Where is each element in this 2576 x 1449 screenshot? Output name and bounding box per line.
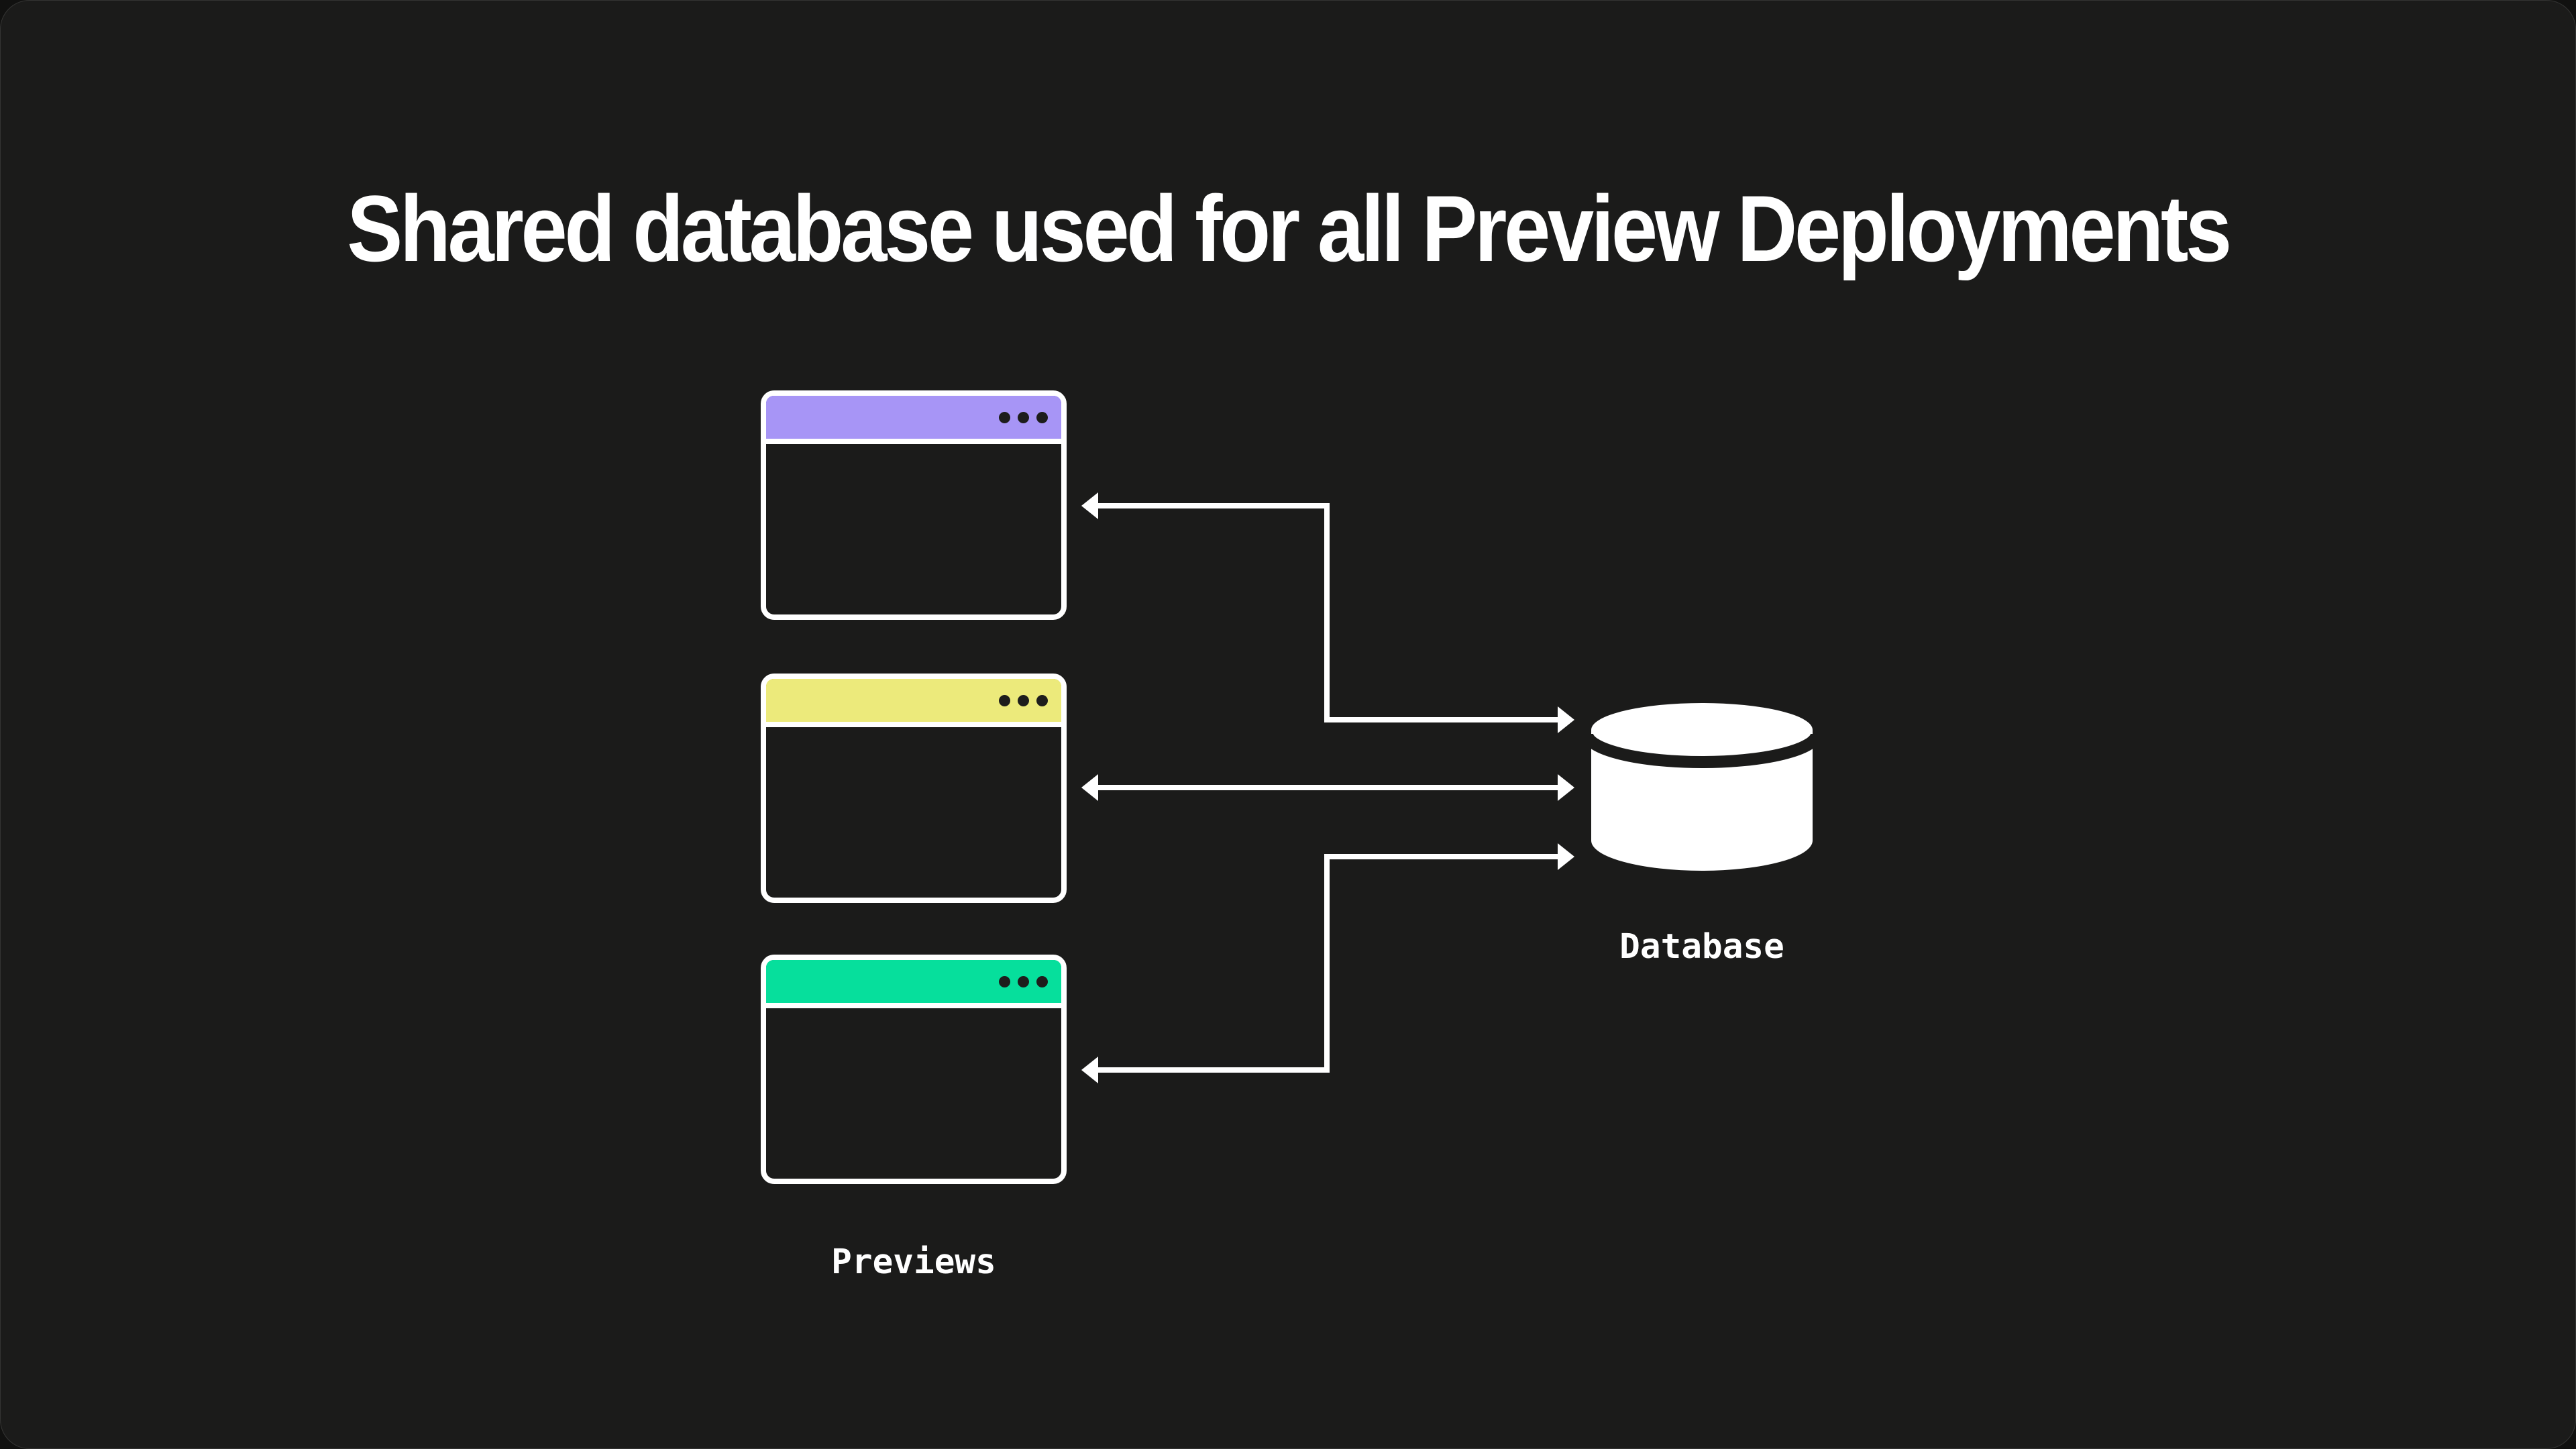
preview-window-2 bbox=[761, 674, 1067, 903]
arrow-preview-1-database-head-database bbox=[1558, 706, 1574, 733]
window-dot-icon bbox=[1018, 975, 1029, 987]
window-dot-icon bbox=[1036, 694, 1048, 706]
database-cylinder-shape bbox=[1591, 703, 1813, 871]
arrow-preview-3-database bbox=[1081, 843, 1574, 1083]
window-dot-icon bbox=[999, 694, 1010, 706]
preview-window-3-titlebar bbox=[766, 960, 1061, 1008]
preview-window-1 bbox=[761, 390, 1067, 620]
database-icon bbox=[1591, 703, 1813, 871]
previews-label: Previews bbox=[831, 1242, 996, 1282]
database-label: Database bbox=[1619, 927, 1784, 967]
arrow-preview-1-database-line bbox=[1097, 503, 1559, 722]
preview-window-3 bbox=[761, 955, 1067, 1184]
arrow-preview-3-database-head-previews bbox=[1081, 1057, 1098, 1083]
window-dot-icon bbox=[1036, 975, 1048, 987]
window-dot-icon bbox=[999, 411, 1010, 423]
arrow-preview-1-database-head-previews bbox=[1081, 492, 1098, 519]
preview-window-2-titlebar bbox=[766, 679, 1061, 727]
arrow-preview-1-database bbox=[1081, 492, 1574, 733]
window-dot-icon bbox=[999, 975, 1010, 987]
window-dot-icon bbox=[1018, 411, 1029, 423]
arrow-preview-3-database-head-database bbox=[1558, 843, 1574, 870]
arrow-preview-2-database-head-database bbox=[1558, 774, 1574, 801]
arrow-preview-2-database bbox=[1081, 774, 1574, 801]
window-dot-icon bbox=[1036, 411, 1048, 423]
window-dot-icon bbox=[1018, 694, 1029, 706]
database-cylinder-gap bbox=[1591, 733, 1813, 768]
diagram-title: Shared database used for all Preview Dep… bbox=[347, 176, 2232, 281]
preview-window-1-titlebar bbox=[766, 396, 1061, 444]
arrow-preview-3-database-line bbox=[1097, 854, 1559, 1073]
arrow-preview-2-database-head-previews bbox=[1081, 774, 1098, 801]
